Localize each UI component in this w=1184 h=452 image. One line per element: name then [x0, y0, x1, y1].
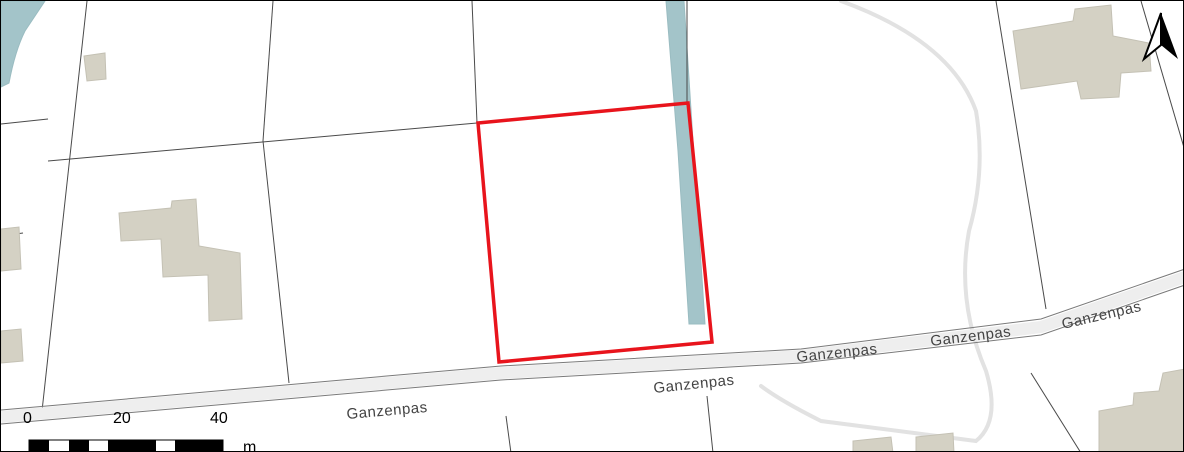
water-body-topleft [1, 1, 46, 88]
scale-bar-unit: m [243, 439, 256, 452]
building [83, 52, 107, 82]
street-label: Ganzenpas [653, 372, 736, 397]
building [1098, 368, 1183, 451]
scale-bar-segments [28, 439, 224, 451]
street-label: Ganzenpas [346, 399, 428, 423]
footpath [759, 1, 994, 444]
road-ganzenpas [1, 269, 1183, 425]
building [1, 226, 22, 272]
street-label: Ganzenpas [796, 341, 879, 366]
scale-bar: 0 20 40 m [23, 410, 256, 452]
selected-parcel-outline[interactable] [476, 101, 714, 364]
north-arrow-icon [1141, 12, 1178, 63]
building [1, 328, 24, 364]
scale-bar-label-20: 20 [113, 410, 131, 427]
water-channel [665, 1, 706, 325]
scale-bar-label-0: 0 [23, 410, 32, 427]
scale-bar-label-40: 40 [210, 410, 228, 427]
building [1012, 4, 1152, 100]
building [852, 436, 894, 451]
street-label: Ganzenpas [929, 323, 1012, 350]
building [915, 432, 955, 451]
building [118, 198, 243, 322]
buildings [1, 4, 1183, 451]
